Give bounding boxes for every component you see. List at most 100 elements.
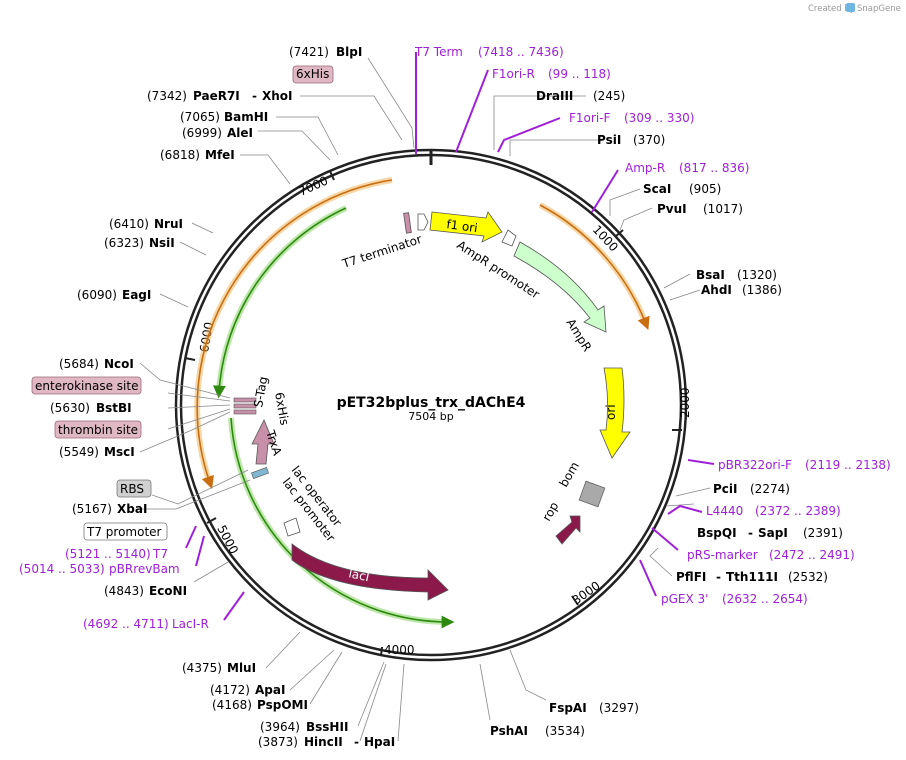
sites-right: DraIII (245) PsiI (370) ScaI (905) PvuI … <box>490 89 843 738</box>
primer-laci-r-range: (4692 .. 4711) <box>83 617 169 631</box>
primer-pbrrevbam-range: (5014 .. 5033) <box>19 562 105 576</box>
site-hincii-pos: (3873) <box>258 735 298 749</box>
primer-laci-r-name: LacI-R <box>172 617 209 631</box>
site-bspqi-pos: (2391) <box>803 526 843 540</box>
tick-label-1000: 1000 <box>590 222 621 254</box>
site-pvui-pos: (1017) <box>703 202 743 216</box>
box-thrombin-site: thrombin site <box>58 423 138 437</box>
site-xhoi-name: XhoI <box>262 89 293 103</box>
ori-feature <box>599 367 631 459</box>
primer-f1ori-f-name: F1ori-F <box>569 111 610 125</box>
primer-marks <box>185 52 715 621</box>
site-xbai-name: XbaI <box>117 502 147 516</box>
site-nsii-name: NsiI <box>149 236 175 250</box>
branding: Created by SnapGene <box>808 3 901 14</box>
site-bsshii-name: BssHII <box>306 720 348 734</box>
site-xhoi-dash: - <box>252 89 257 103</box>
primer-t7-name: T7 <box>152 547 168 561</box>
site-mlui-name: MluI <box>227 661 256 675</box>
site-fspai-pos: (3297) <box>599 701 639 715</box>
site-draiii-pos: (245) <box>593 89 625 103</box>
primer-l4440-range: (2372 .. 2389) <box>755 504 841 518</box>
site-paer7i-pos: (7342) <box>147 89 187 103</box>
site-apai-name: ApaI <box>255 683 285 697</box>
box-enterokinase-site: enterokinase site <box>35 379 138 393</box>
plasmid-name: pET32bplus_trx_dAChE4 <box>337 395 526 411</box>
site-bspqi-name: BspQI <box>697 526 737 540</box>
site-eagi-name: EagI <box>122 288 151 302</box>
site-pspomi-name: PspOMI <box>257 698 308 712</box>
site-pvui-name: PvuI <box>657 202 687 216</box>
t7-terminator-feature <box>403 212 412 234</box>
t7-terminator-label: T7 terminator <box>340 232 424 271</box>
site-pflfi-name: PflFI <box>676 570 706 584</box>
site-mfei-pos: (6818) <box>160 148 200 162</box>
branding-app: SnapGene <box>857 4 901 14</box>
site-ahdi-pos: (1386) <box>742 283 782 297</box>
his-tag-feature <box>233 397 257 403</box>
primer-labels: T7 Term (7418 .. 7436) F1ori-R (99 .. 11… <box>19 45 891 631</box>
sites-left: (7421) BlpI (7342) PaeR7I - XhoI (7065) … <box>50 45 395 749</box>
f1-ori-label: f1 ori <box>446 217 479 235</box>
tick-label-2000: 2000 <box>678 387 692 418</box>
site-pflfi-pos: (2532) <box>788 570 828 584</box>
features: T7 terminator f1 ori AmpR promoter AmpR … <box>233 211 631 601</box>
sixhis-inner-label: 6xHis <box>272 391 292 426</box>
laci-label: lacI <box>347 566 370 584</box>
site-pcii-pos: (2274) <box>750 482 790 496</box>
primer-f1ori-r-range: (99 .. 118) <box>548 67 611 81</box>
site-ahdi-name: AhdI <box>701 283 732 297</box>
primer-amp-r-range: (817 .. 836) <box>679 161 749 175</box>
site-psii-pos: (370) <box>633 133 665 147</box>
site-ncoi-pos: (5684) <box>59 357 99 371</box>
site-pcii-name: PciI <box>713 482 738 496</box>
box-t7-promoter: T7 promoter <box>86 525 162 539</box>
site-nrui-name: NruI <box>154 217 183 231</box>
site-psii-name: PsiI <box>597 133 621 147</box>
rop-label: rop <box>539 499 561 523</box>
s-tag-label: S-Tag <box>251 375 270 408</box>
primer-l4440-name: L4440 <box>706 504 743 518</box>
primer-pbrrevbam-name: pBRrevBam <box>109 562 180 576</box>
site-bsai-pos: (1320) <box>737 268 777 282</box>
branding-created-by: Created by <box>808 4 855 14</box>
snapgene-logo-icon <box>846 3 855 12</box>
rop-feature <box>555 515 581 545</box>
f1-ori-feature <box>429 211 503 243</box>
tick-label-4000: 4000 <box>384 643 415 657</box>
site-msci-name: MscI <box>104 445 135 459</box>
lac-promoter-feature <box>283 517 301 537</box>
site-hpai-name: HpaI <box>364 735 395 749</box>
site-tth111i-dash: - <box>716 570 721 584</box>
site-mfei-name: MfeI <box>205 148 235 162</box>
primer-pbr322ori-f-name: pBR322ori-F <box>718 458 792 472</box>
bom-label: bom <box>556 459 581 489</box>
site-bsshii-pos: (3964) <box>260 720 300 734</box>
thrombin-feature <box>233 409 257 415</box>
site-bsai-name: BsaI <box>696 268 725 282</box>
primer-amp-r-name: Amp-R <box>625 161 665 175</box>
site-apai-pos: (4172) <box>210 683 250 697</box>
tick-label-7000: 7000 <box>297 174 331 199</box>
ampr-promoter-feature <box>501 229 517 247</box>
site-hpai-dash: - <box>354 735 359 749</box>
site-nsii-pos: (6323) <box>104 236 144 250</box>
site-bamhi-pos: (7065) <box>180 110 220 124</box>
site-bstbi-name: BstBI <box>96 401 132 415</box>
site-econi-pos: (4843) <box>104 584 144 598</box>
primer-prs-marker-name: pRS-marker <box>687 548 758 562</box>
trxa-feature <box>251 419 275 465</box>
site-pshai-name: PshAI <box>490 724 528 738</box>
primer-t7-range: (5121 .. 5140) <box>65 547 151 561</box>
boxed-labels: 6xHis enterokinase site thrombin site RB… <box>31 65 334 541</box>
primer-pgex3-range: (2632 .. 2654) <box>722 592 808 606</box>
orf-arc-3 <box>213 207 347 399</box>
site-ncoi-name: NcoI <box>104 357 134 371</box>
site-nrui-pos: (6410) <box>109 217 149 231</box>
s-tag-feature <box>233 403 257 409</box>
primer-pbr322ori-f-range: (2119 .. 2138) <box>805 458 891 472</box>
site-eagi-pos: (6090) <box>77 288 117 302</box>
site-mlui-pos: (4375) <box>182 661 222 675</box>
primer-t7term-name: T7 Term <box>414 45 463 59</box>
site-alei-pos: (6999) <box>182 126 222 140</box>
